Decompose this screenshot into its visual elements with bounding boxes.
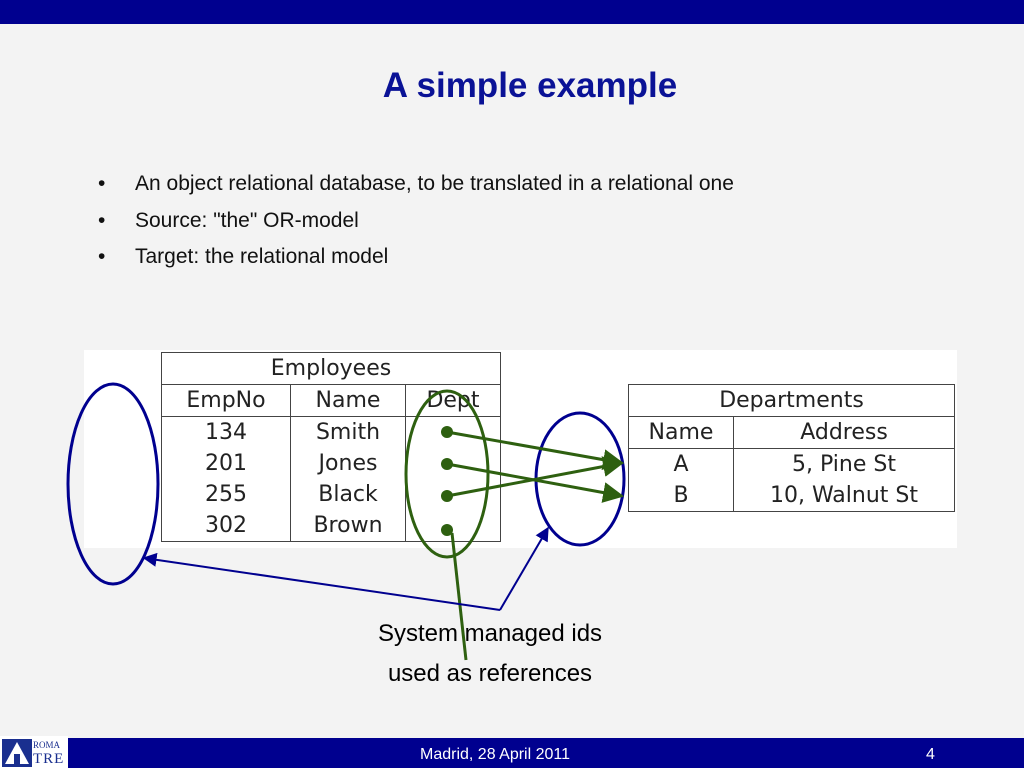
- table-row: 255 Black: [161, 479, 501, 510]
- column-header-address: Address: [733, 416, 955, 449]
- cell-address: 10, Walnut St: [733, 480, 955, 512]
- bullet-item: • An object relational database, to be tr…: [98, 169, 734, 206]
- bottom-bar: [0, 738, 1024, 768]
- page-number: 4: [926, 746, 935, 763]
- bullet-text: An object relational database, to be tra…: [135, 172, 734, 195]
- cell-dept-name: A: [628, 448, 734, 480]
- cell-dept: [405, 448, 501, 479]
- top-bar: [0, 0, 1024, 24]
- department-oid-ellipse: [534, 411, 626, 547]
- bullet-item: • Target: the relational model: [98, 242, 734, 279]
- bullet-text: Target: the relational model: [135, 245, 389, 268]
- caption-pointer-blue: [142, 552, 501, 611]
- employee-oid-ellipse: [66, 382, 160, 586]
- employees-table-title: Employees: [161, 352, 501, 385]
- reference-arrow: [446, 430, 625, 471]
- logo-text-roma: ROMA: [33, 740, 61, 750]
- table-header-row: EmpNo Name Dept: [161, 384, 501, 417]
- footer-event: Madrid, 28 April 2011: [420, 746, 571, 763]
- employees-table: Employees EmpNo Name Dept 134 Smith 201 …: [161, 352, 501, 542]
- table-row: A 5, Pine St: [628, 448, 955, 480]
- column-header-name: Name: [628, 416, 734, 449]
- table-title-row: Employees: [161, 352, 501, 385]
- cell-dept-name: B: [628, 480, 734, 512]
- bullet-icon: •: [98, 245, 106, 268]
- column-header-name: Name: [290, 384, 406, 417]
- bullet-icon: •: [98, 172, 106, 195]
- bullet-icon: •: [98, 208, 106, 232]
- cell-address: 5, Pine St: [733, 448, 955, 480]
- bullet-text: Source: "the" OR-model: [135, 208, 359, 232]
- table-row: B 10, Walnut St: [628, 480, 955, 512]
- reference-arrow: [446, 456, 625, 498]
- cell-empno: 134: [161, 416, 291, 448]
- building-icon: [2, 739, 32, 767]
- table-header-row: Name Address: [628, 416, 955, 449]
- reference-dot: [441, 524, 453, 536]
- cell-name: Jones: [290, 448, 406, 479]
- cell-empno: 255: [161, 479, 291, 510]
- caption-pointer-green: [450, 532, 468, 661]
- cell-name: Brown: [290, 510, 406, 542]
- cell-empno: 201: [161, 448, 291, 479]
- table-title-row: Departments: [628, 384, 955, 417]
- cell-empno: 302: [161, 510, 291, 542]
- university-logo: [0, 736, 68, 768]
- departments-table-title: Departments: [628, 384, 955, 417]
- cell-name: Black: [290, 479, 406, 510]
- logo-text-tre: TRE: [33, 751, 65, 767]
- slide-title: A simple example: [382, 66, 678, 105]
- dept-reference-ellipse: [404, 389, 490, 559]
- bullet-item: • Source: "the" OR-model: [98, 206, 734, 243]
- cell-name: Smith: [290, 416, 406, 448]
- table-row: 201 Jones: [161, 448, 501, 479]
- caption-line-2: used as references: [387, 660, 593, 687]
- departments-table: Departments Name Address A 5, Pine St B …: [628, 384, 955, 512]
- bullet-list: • An object relational database, to be tr…: [98, 169, 734, 279]
- caption-line-1: System managed ids: [377, 620, 603, 647]
- caption-pointer-blue: [499, 526, 549, 611]
